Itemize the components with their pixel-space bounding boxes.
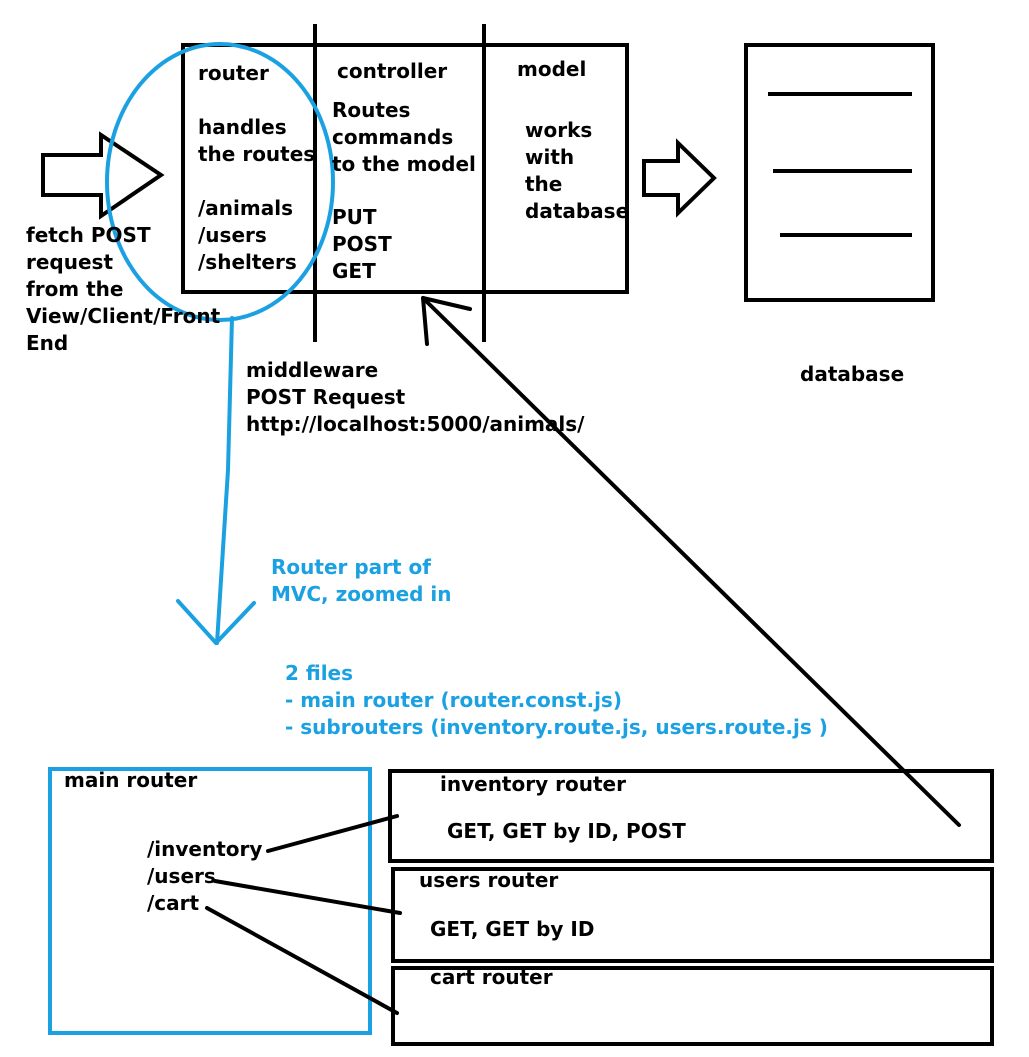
router-title: router — [198, 61, 269, 85]
users-router-title: users router — [419, 868, 559, 892]
cart-router-title: cart router — [430, 965, 553, 989]
inventory-to-controller-arrowhead — [421, 296, 472, 346]
controller-methods: PUT POST GET — [332, 205, 392, 283]
middleware-label: middleware POST Request http://localhost… — [246, 358, 585, 436]
model-title: model — [517, 57, 587, 81]
users-router-methods: GET, GET by ID — [430, 917, 595, 941]
zoom-note: Router part of MVC, zoomed in — [271, 555, 452, 606]
router-description: handles the routes — [198, 115, 316, 166]
model-to-database-arrow — [642, 138, 717, 218]
main-router-title: main router — [64, 768, 198, 792]
inventory-connector — [266, 814, 399, 853]
cart-connector — [205, 906, 399, 1015]
users-router-box — [391, 867, 994, 963]
main-router-box — [48, 767, 372, 1035]
database-label: database — [800, 362, 905, 386]
request-input-arrow — [41, 131, 165, 220]
cart-router-box — [391, 966, 994, 1046]
zoom-arrow-shaft — [215, 316, 234, 645]
database-box — [744, 43, 935, 302]
inventory-router-methods: GET, GET by ID, POST — [447, 819, 686, 843]
controller-description: Routes commands to the model — [332, 98, 476, 176]
controller-title: controller — [337, 59, 448, 83]
main-router-routes: /inventory /users /cart — [147, 837, 263, 915]
zoom-arrowhead — [176, 599, 256, 645]
client-request-label: fetch POST request from the View/Client/… — [26, 223, 221, 355]
router-routes: /animals /users /shelters — [198, 196, 297, 274]
model-description: works with the database — [525, 118, 630, 223]
inventory-to-controller-arrow — [421, 296, 961, 827]
router-highlight-ellipse — [105, 42, 335, 322]
mvc-box — [181, 43, 629, 294]
inventory-router-title: inventory router — [440, 772, 626, 796]
users-connector — [213, 879, 402, 915]
files-note: 2 files - main router (router.const.js) … — [285, 661, 828, 739]
